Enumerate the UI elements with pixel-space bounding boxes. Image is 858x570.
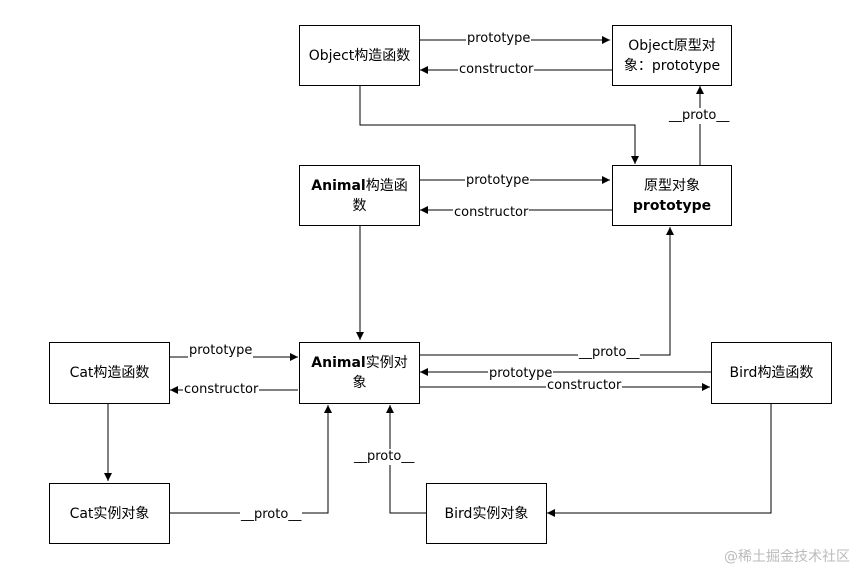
animal-instance-label-line2: 象 <box>352 375 367 391</box>
animal-instance-label-rest: 实例对 <box>365 355 408 371</box>
edge-label-animal-prototype: prototype <box>465 173 531 189</box>
edge-label-cat-constructor: constructor <box>183 382 260 398</box>
animal-constructor-node: Animal构造函 数 <box>299 165 420 226</box>
bird-instance-label: Bird实例对象 <box>444 505 529 522</box>
edge-label-object-constructor: constructor <box>458 62 535 78</box>
edge-label-object-prototype: prototype <box>466 31 532 47</box>
edge-cat-instance-proto <box>170 405 332 514</box>
edge-label-bird-instance-proto: __proto__ <box>353 449 416 465</box>
animal-instance-node: Animal实例对 象 <box>299 342 420 404</box>
bird-constructor-node: Bird构造函数 <box>711 342 832 404</box>
object-constructor-node: Object构造函数 <box>299 25 420 86</box>
bird-constructor-label: Bird构造函数 <box>729 365 814 381</box>
edge-label-bird-constructor: constructor <box>546 378 623 394</box>
cat-constructor-node: Cat构造函数 <box>49 342 170 404</box>
object-prototype-label-line1: Object原型对 <box>628 37 716 54</box>
object-prototype-label-line2: 象：prototype <box>623 57 721 74</box>
animal-prototype-label-line1: 原型对象 <box>644 177 700 194</box>
animal-constructor-label-rest: 构造函 <box>365 177 408 194</box>
bird-instance-node: Bird实例对象 <box>426 483 547 544</box>
watermark: @稀土掘金技术社区 <box>724 549 850 565</box>
cat-constructor-label: Cat构造函数 <box>69 365 150 381</box>
animal-prototype-node: 原型对象 prototype <box>612 165 732 226</box>
edge-label-animal-constructor: constructor <box>453 205 530 221</box>
cat-instance-label: Cat实例对象 <box>69 505 150 522</box>
edge-bird-ctor-to-instance <box>547 403 772 517</box>
edge-bird-instance-proto <box>386 405 426 514</box>
edge-object-ctor-to-proto <box>359 85 639 164</box>
edge-label-instance-proto-link: __proto__ <box>578 345 641 361</box>
animal-prototype-label-line2: prototype <box>632 197 712 214</box>
object-constructor-label: Object构造函数 <box>308 47 411 64</box>
edge-label-cat-prototype: prototype <box>188 343 254 359</box>
edge-instance-proto-link <box>420 227 674 356</box>
edge-label-cat-instance-proto: __proto__ <box>240 507 303 523</box>
animal-instance-label-bold: Animal <box>311 355 366 371</box>
edge-label-bird-prototype: prototype <box>488 366 554 382</box>
animal-constructor-label-bold: Animal <box>311 177 366 194</box>
object-prototype-node: Object原型对 象：prototype <box>612 25 732 86</box>
cat-instance-node: Cat实例对象 <box>49 483 170 544</box>
animal-constructor-label-line2: 数 <box>352 197 367 214</box>
edge-label-object-proto-link: __proto__ <box>668 108 731 124</box>
